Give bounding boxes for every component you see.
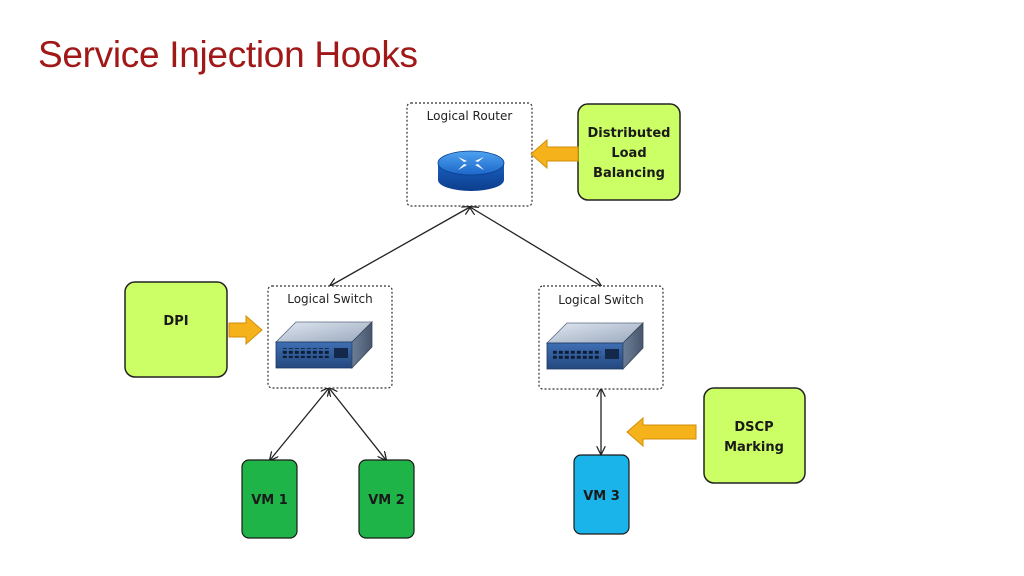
link-switch-left-vm1 [270,388,329,460]
vm3-box [573,454,630,535]
vm1-box [241,459,298,539]
logical-switch-right-node[interactable]: Logical Switch [538,285,664,390]
vm1-label: VM 1 [251,493,288,508]
logical-switch-left-node[interactable]: Logical Switch [267,285,393,389]
dpi-hook-arrow [228,314,263,346]
switch-icon [546,322,644,370]
logical-switch-right-label: Logical Switch [558,293,644,307]
vm2-label: VM 2 [368,493,405,508]
link-router-switch-left [330,207,470,286]
dpi-service-box [124,281,228,378]
vm3-label: VM 3 [583,489,620,504]
switch-icon [275,321,373,369]
distributed-load-balancing-service[interactable]: Distributed Load Balancing [577,103,681,201]
dscp-service-line-1: DSCP [734,420,773,435]
vm1-node[interactable]: VM 1 [241,459,298,539]
vm2-box [358,459,415,539]
vm2-node[interactable]: VM 2 [358,459,415,539]
logical-router-label: Logical Router [427,109,513,123]
lb-service-line-2: Load [611,146,646,161]
vm3-node[interactable]: VM 3 [573,454,630,535]
logical-router-node[interactable]: Logical Router [406,102,533,207]
slide-title: Service Injection Hooks [38,34,418,75]
link-switch-left-vm2 [329,388,386,460]
lb-hook-arrow [530,138,579,170]
logical-switch-left-label: Logical Switch [287,292,373,306]
dscp-service-line-2: Marking [724,440,784,455]
dscp-hook-arrow [626,416,697,448]
dpi-service-label: DPI [163,314,188,329]
dscp-marking-service[interactable]: DSCP Marking [703,387,806,484]
connection-lines [270,207,601,460]
lb-service-line-1: Distributed [588,126,671,141]
link-router-switch-right [470,207,601,286]
lb-service-line-3: Balancing [593,166,665,181]
router-icon [437,150,505,191]
dpi-service[interactable]: DPI [124,281,228,378]
dscp-service-box [703,387,806,484]
